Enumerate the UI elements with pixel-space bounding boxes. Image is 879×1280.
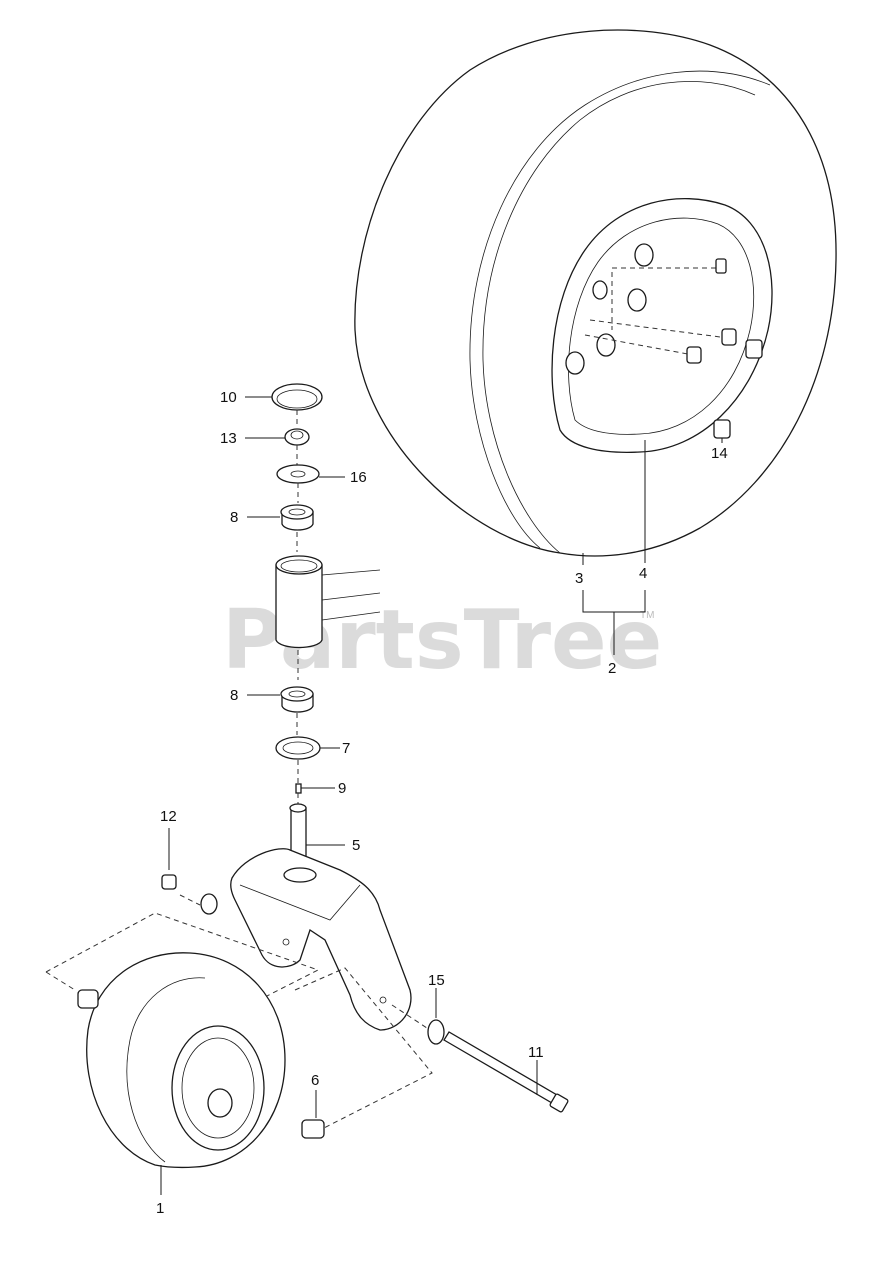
callout-5: 5: [352, 837, 360, 854]
small-rim-inner: [181, 1037, 255, 1139]
flat-washer: [276, 464, 320, 484]
guide-right-box: [294, 967, 433, 1131]
dust-cap: [271, 383, 323, 411]
small-tire-tread: [126, 977, 206, 1163]
yoke-hole-right: [379, 996, 387, 1004]
caster-yoke-edge: [239, 884, 361, 921]
callout-3: 3: [575, 570, 583, 587]
spindle-collar: [283, 867, 317, 883]
guide-bolt: [391, 1004, 431, 1031]
callout-6: 6: [311, 1072, 319, 1089]
rim-hole-3: [627, 288, 647, 312]
guide-washer: [179, 894, 201, 906]
grease-fitting: [295, 783, 302, 794]
axle-washer: [200, 893, 218, 915]
callout-2: 2: [608, 660, 616, 677]
guide-left-edge: [45, 971, 76, 991]
axle-nut: [161, 874, 177, 890]
bearing-upper-bore: [288, 508, 306, 516]
spindle-housing-bore: [280, 559, 318, 573]
stud-guide-3: [584, 334, 694, 356]
spindle-housing-top: [275, 555, 323, 575]
lug-nuts: [686, 258, 763, 439]
callout-15: 15: [428, 972, 445, 989]
rim-hole-5: [592, 280, 608, 300]
callout-11: 11: [528, 1044, 544, 1061]
spindle-housing: [275, 564, 323, 649]
lug-nut-5: [713, 419, 731, 439]
spindle-shaft-top: [289, 803, 307, 813]
bearing-lower-top: [280, 686, 314, 702]
callout-1: 1: [156, 1200, 164, 1217]
callout-8-upper: 8: [230, 509, 238, 526]
flat-washer-hole: [290, 470, 306, 478]
callout-8-lower: 8: [230, 687, 238, 704]
large-tire-tread-edge: [482, 80, 756, 554]
wheel-spacer-right: [301, 1119, 325, 1139]
callout-10: 10: [220, 389, 237, 406]
callout-13: 13: [220, 430, 237, 447]
small-rim: [171, 1025, 265, 1151]
small-hub: [207, 1088, 233, 1118]
dust-cap-inner: [276, 389, 318, 409]
frame-arm: [321, 569, 381, 621]
callout-labels: 10 13 16 8 8 7 9 5 12 15 11 6 1 14 3 4 2: [156, 389, 728, 1217]
large-tire-sidewall: [469, 70, 771, 549]
lug-nut-3: [745, 339, 763, 359]
callout-16: 16: [350, 469, 367, 486]
caster-yoke: [230, 848, 412, 1031]
callout-12: 12: [160, 808, 177, 825]
callout-7: 7: [342, 740, 350, 757]
callout-4: 4: [639, 565, 647, 582]
caster-fork: [230, 848, 412, 1031]
small-wheel-assembly: [77, 952, 286, 1169]
axle-bolt-head: [549, 1093, 569, 1113]
lug-nut-4: [686, 346, 702, 364]
lug-nut-1: [715, 258, 727, 274]
bearing-race-inner: [282, 741, 314, 755]
large-wheel-assembly: [354, 29, 837, 557]
large-rim-inner: [568, 217, 755, 435]
yoke-hole-left: [282, 938, 290, 946]
callout-14: 14: [711, 445, 728, 462]
wheel-spacer-left: [77, 989, 99, 1009]
watermark-trademark: TM: [640, 610, 654, 621]
axle-bolt: [443, 1031, 558, 1104]
rim-hole-1: [565, 351, 585, 375]
lug-nut-2: [721, 328, 737, 346]
bearing-upper-top: [280, 504, 314, 520]
rim-hole-4: [634, 243, 654, 267]
rim-hole-2: [596, 333, 616, 357]
callout-9: 9: [338, 780, 346, 797]
spindle-nut-bore: [290, 430, 304, 440]
bolt-washer: [427, 1019, 445, 1045]
bearing-lower-bore: [288, 690, 306, 698]
